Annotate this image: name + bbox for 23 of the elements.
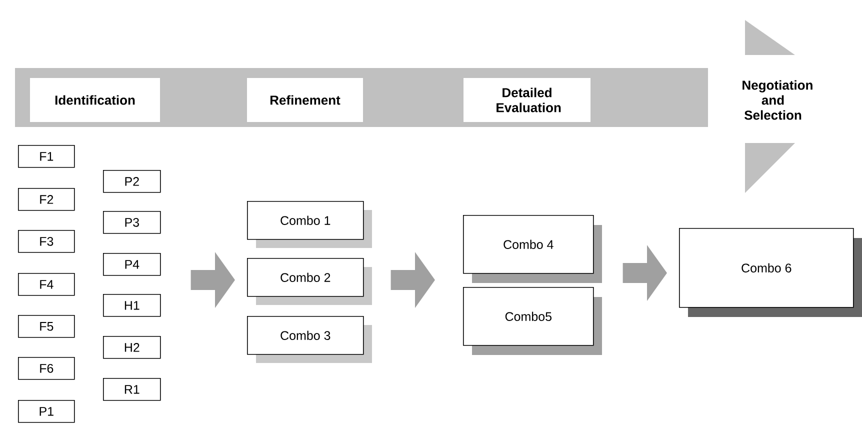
box: P3 bbox=[103, 211, 161, 234]
box: P2 bbox=[103, 170, 161, 193]
box: Combo5 bbox=[463, 287, 602, 355]
phase-label: Identification bbox=[30, 78, 160, 122]
box: F6 bbox=[18, 357, 75, 380]
box: F4 bbox=[18, 273, 75, 296]
box: F5 bbox=[18, 315, 75, 338]
box: Combo 2 bbox=[247, 258, 372, 305]
phase-label: Refinement bbox=[247, 78, 363, 122]
phase-label: Negotiation and Selection bbox=[742, 80, 812, 120]
box: P1 bbox=[18, 400, 75, 423]
box: H1 bbox=[103, 294, 161, 317]
box: F3 bbox=[18, 230, 75, 253]
box: Combo 6 bbox=[679, 228, 862, 317]
box: H2 bbox=[103, 336, 161, 359]
box: F1 bbox=[18, 145, 75, 168]
box: R1 bbox=[103, 378, 161, 401]
phase-label: Detailed Evaluation bbox=[464, 78, 590, 122]
box: Combo 3 bbox=[247, 316, 372, 363]
box: F2 bbox=[18, 188, 75, 211]
box: Combo 1 bbox=[247, 201, 372, 248]
box: Combo 4 bbox=[463, 215, 602, 283]
box: P4 bbox=[103, 253, 161, 276]
